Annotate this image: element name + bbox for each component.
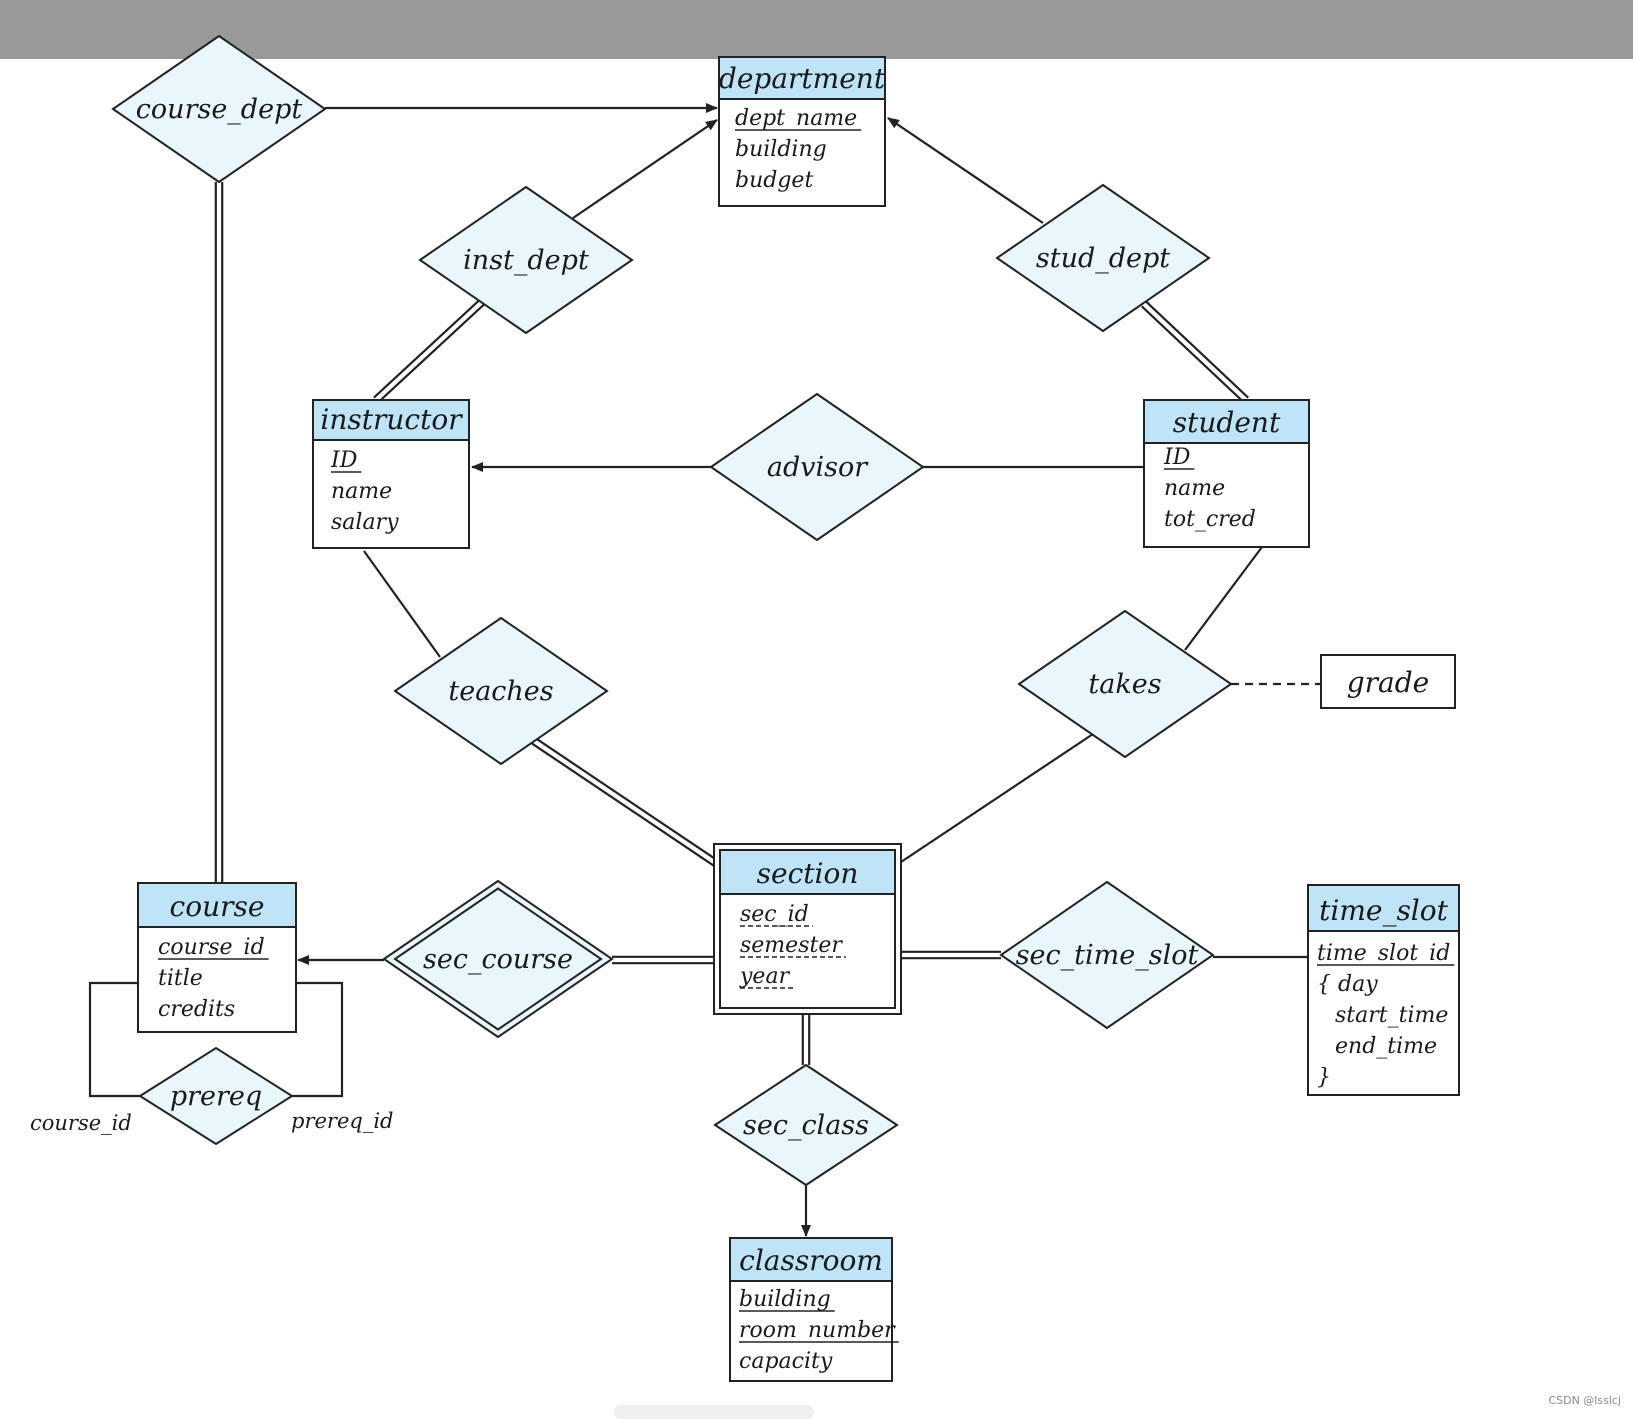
attribute: name — [331, 479, 392, 504]
relationship-label: course_dept — [136, 94, 303, 125]
relationship-label: sec_course — [423, 944, 573, 975]
entity-time-slot[interactable]: time_slot time_slot_id { day start_time end_… — [1307, 884, 1460, 1096]
relationship-label: takes — [1088, 669, 1161, 700]
entity-title: student — [1173, 406, 1281, 439]
attribute: { day — [1317, 972, 1378, 997]
attribute: capacity — [739, 1349, 833, 1374]
relationship-inst-dept[interactable]: inst_dept — [418, 185, 634, 335]
role-label-prereq-id: prereq_id — [291, 1109, 393, 1133]
attribute: salary — [331, 510, 399, 535]
attribute: course_id — [158, 935, 265, 960]
attribute: end_time — [1335, 1034, 1437, 1059]
top-bar — [0, 0, 1633, 59]
attribute: sec_id — [740, 902, 809, 927]
relationship-sec-time-slot[interactable]: sec_time_slot — [999, 880, 1215, 1030]
entity-title: instructor — [320, 403, 463, 436]
relationship-label: prereq — [170, 1081, 262, 1112]
attribute: year — [739, 964, 791, 989]
attribute: building — [739, 1287, 831, 1312]
attribute: title — [158, 966, 203, 991]
attribute: ID — [1163, 445, 1191, 470]
attribute: start_time — [1335, 1003, 1448, 1028]
scroll-handle[interactable] — [614, 1405, 814, 1419]
relationship-sec-class[interactable]: sec_class — [713, 1063, 899, 1187]
role-label-course-id: course_id — [30, 1111, 132, 1135]
attribute: ID — [330, 448, 358, 473]
attribute: dept_name — [735, 106, 857, 131]
relationship-label: sec_class — [743, 1110, 869, 1141]
relationship-label: inst_dept — [463, 245, 589, 276]
attribute: room_number — [739, 1318, 896, 1343]
attribute: time_slot_id — [1317, 941, 1450, 966]
relationship-prereq[interactable]: prereq — [138, 1046, 294, 1146]
attribute: credits — [158, 997, 235, 1022]
relationship-sec-course[interactable]: sec_course — [382, 879, 614, 1039]
entity-title: course — [170, 890, 265, 923]
relationship-label: advisor — [767, 452, 869, 483]
attribute-grade[interactable]: grade — [1320, 654, 1456, 709]
entity-title: department — [719, 62, 886, 95]
attribute: name — [1164, 476, 1225, 501]
attribute-label: grade — [1347, 666, 1430, 699]
entity-title: section — [757, 857, 859, 890]
relationship-course-dept[interactable]: course_dept — [111, 34, 327, 184]
relationship-teaches[interactable]: teaches — [393, 616, 609, 766]
entity-section[interactable]: section sec_id semester year — [713, 843, 902, 1015]
attribute: semester — [740, 933, 843, 958]
entity-classroom[interactable]: classroom building room_number capacity — [729, 1237, 899, 1382]
attribute: tot_cred — [1164, 507, 1256, 532]
watermark: CSDN @lsslcj — [1548, 1394, 1621, 1407]
attribute: building — [735, 137, 827, 162]
attribute: budget — [735, 168, 813, 193]
relationship-takes[interactable]: takes — [1017, 609, 1233, 759]
relationship-advisor[interactable]: advisor — [709, 392, 925, 542]
relationship-label: sec_time_slot — [1016, 940, 1199, 971]
attribute: } — [1317, 1065, 1331, 1090]
relationship-label: teaches — [448, 676, 553, 707]
entity-title: time_slot — [1319, 894, 1449, 927]
entity-department[interactable]: department dept_name building budget — [718, 56, 886, 207]
relationship-label: stud_dept — [1036, 243, 1170, 274]
relationship-stud-dept[interactable]: stud_dept — [995, 183, 1211, 333]
entity-title: classroom — [739, 1244, 883, 1277]
